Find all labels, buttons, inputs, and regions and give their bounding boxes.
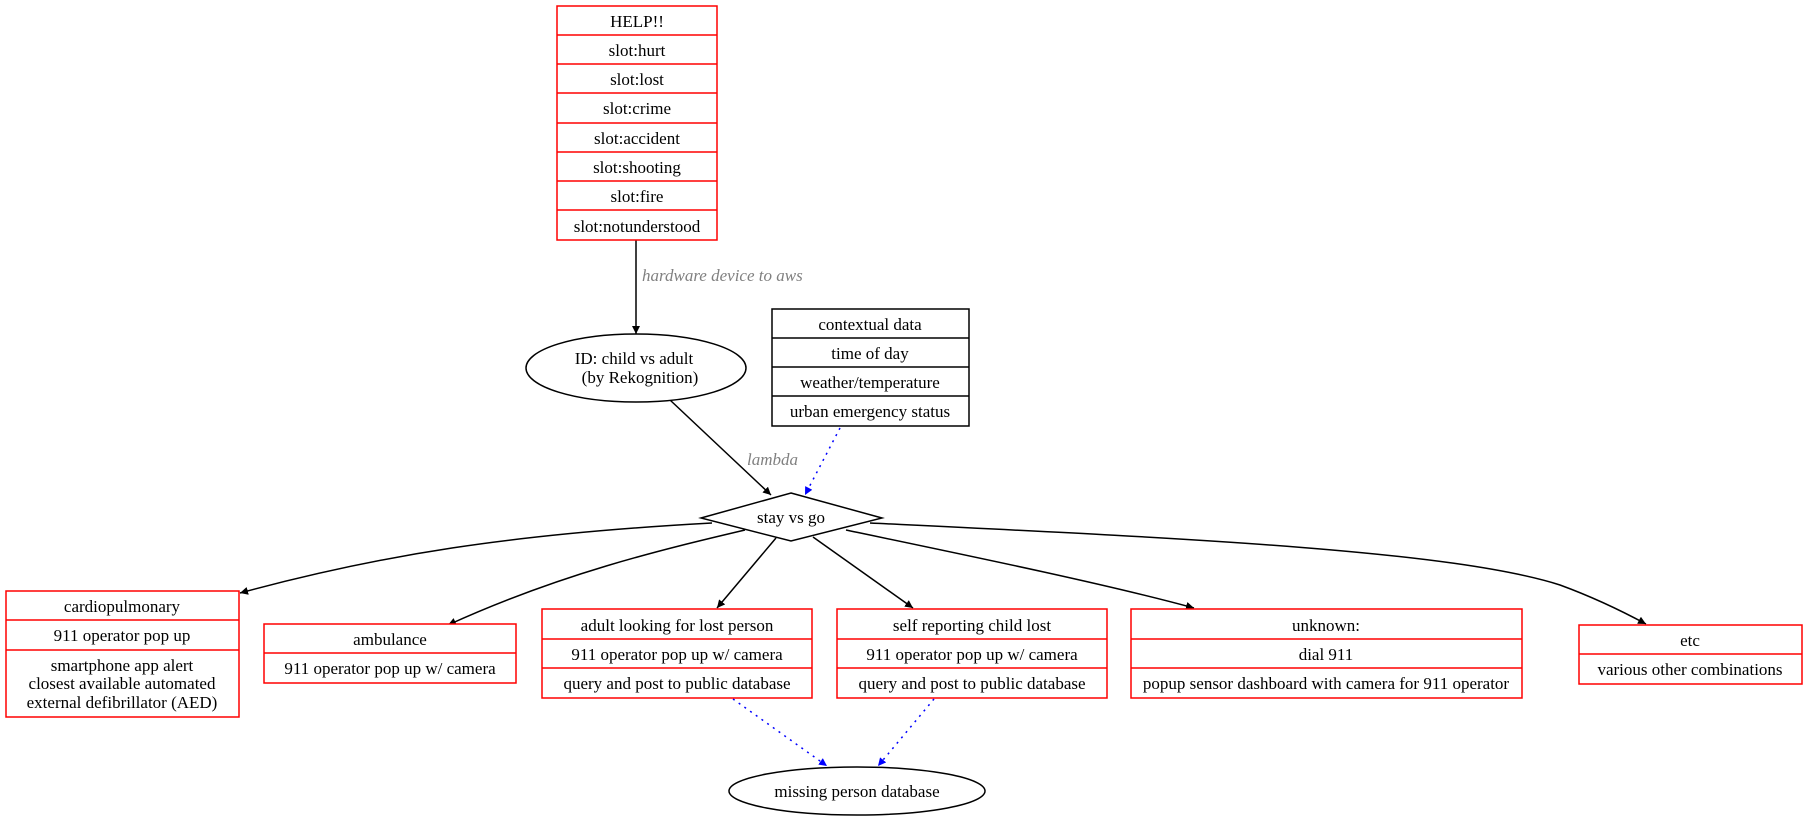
context-weather: weather/temperature (800, 373, 940, 392)
id-line-2: (by Rekognition) (582, 368, 699, 387)
edge-stay-to-cardio (239, 522, 713, 595)
context-title: contextual data (818, 315, 922, 334)
edge-stay-to-adult (716, 537, 777, 609)
cardio-closest-aed: closest available automated (29, 674, 216, 693)
stay-go-node: stay vs go (698, 492, 885, 542)
edge-adult-to-db (732, 698, 828, 767)
adult-lost-title: adult looking for lost person (581, 616, 774, 635)
cardio-defibrillator: external defibrillator (AED) (27, 693, 218, 712)
edge-stay-to-ambulance (447, 529, 746, 626)
edge-stay-to-etc (869, 522, 1647, 625)
cardio-app-alert: smartphone app alert (51, 656, 194, 675)
edges: hardware device to aws lambda (239, 240, 1647, 767)
help-slot-crime: slot:crime (603, 99, 671, 118)
edge-id-to-stay (669, 399, 772, 496)
help-slot-hurt: slot:hurt (609, 41, 666, 60)
unknown-node: unknown: dial 911 popup sensor dashboard… (1130, 608, 1523, 699)
edge-child-to-db (877, 698, 935, 767)
unknown-title: unknown: (1292, 616, 1360, 635)
help-node: HELP!! slot:hurt slot:lost slot:crime sl… (556, 5, 718, 241)
help-title: HELP!! (610, 12, 664, 31)
child-lost-node: self reporting child lost 911 operator p… (836, 608, 1108, 699)
etc-title: etc (1680, 631, 1700, 650)
id-node: ID: child vs adult (by Rekognition) (525, 333, 747, 403)
child-lost-query-db: query and post to public database (858, 674, 1085, 693)
stay-go-label: stay vs go (757, 508, 825, 527)
help-slot-fire: slot:fire (611, 187, 664, 206)
edge-stay-to-unknown (845, 529, 1195, 610)
missing-db-node: missing person database (728, 766, 986, 816)
help-slot-shooting: slot:shooting (593, 158, 681, 177)
etc-various-combinations: various other combinations (1597, 660, 1782, 679)
context-time-of-day: time of day (831, 344, 909, 363)
help-slot-accident: slot:accident (594, 129, 680, 148)
cardio-node: cardiopulmonary 911 operator pop up smar… (5, 590, 240, 718)
unknown-dial-911: dial 911 (1299, 645, 1354, 664)
ambulance-node: ambulance 911 operator pop up w/ camera (263, 623, 517, 684)
context-node: contextual data time of day weather/temp… (771, 308, 970, 427)
id-line-1: ID: child vs adult (575, 349, 694, 368)
context-urban-status: urban emergency status (790, 402, 950, 421)
unknown-sensor-dashboard: popup sensor dashboard with camera for 9… (1143, 674, 1510, 693)
help-slot-notunderstood: slot:notunderstood (574, 217, 701, 236)
cardio-title: cardiopulmonary (64, 597, 181, 616)
adult-lost-query-db: query and post to public database (563, 674, 790, 693)
edge-context-to-stay (804, 427, 841, 496)
edge-stay-to-child (812, 536, 914, 609)
ambulance-operator-popup: 911 operator pop up w/ camera (284, 659, 496, 678)
edge-label-lambda: lambda (747, 450, 798, 469)
etc-node: etc various other combinations (1578, 624, 1803, 685)
cardio-operator-popup: 911 operator pop up (54, 626, 191, 645)
adult-lost-operator-popup: 911 operator pop up w/ camera (571, 645, 783, 664)
child-lost-operator-popup: 911 operator pop up w/ camera (866, 645, 1078, 664)
child-lost-title: self reporting child lost (893, 616, 1051, 635)
missing-db-label: missing person database (774, 782, 939, 801)
ambulance-title: ambulance (353, 630, 427, 649)
edge-label-hardware: hardware device to aws (642, 266, 803, 285)
adult-lost-node: adult looking for lost person 911 operat… (541, 608, 813, 699)
help-slot-lost: slot:lost (610, 70, 664, 89)
